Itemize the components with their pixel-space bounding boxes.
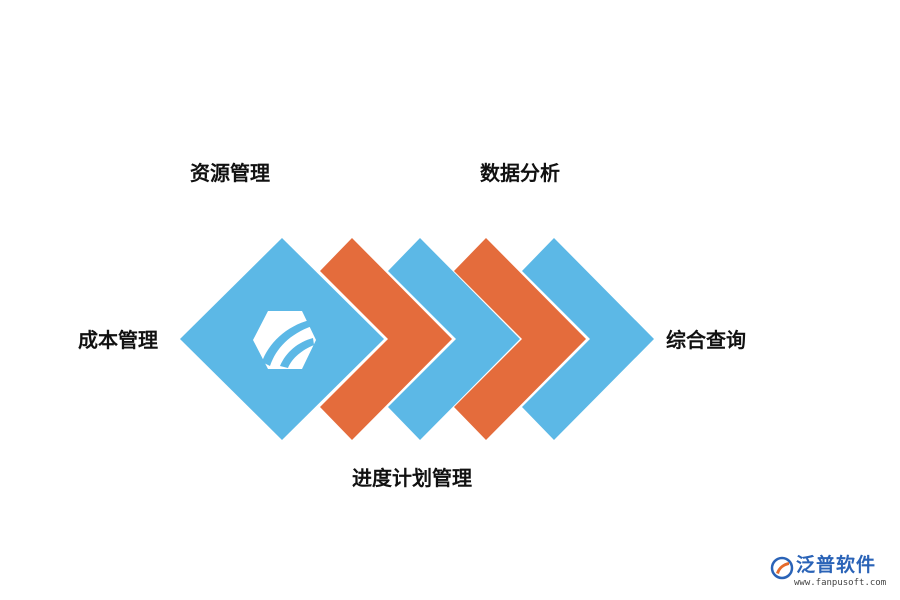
watermark-url: www.fanpusoft.com xyxy=(794,578,887,588)
label-comprehensive-query: 综合查询 xyxy=(666,328,746,352)
chevron-3 xyxy=(454,238,586,440)
chevron-2 xyxy=(388,238,520,440)
chevron-4 xyxy=(522,238,654,440)
label-cost-management: 成本管理 xyxy=(78,328,158,352)
fanpu-brand-logo-icon xyxy=(770,556,794,580)
label-resource-management: 资源管理 xyxy=(190,161,270,185)
label-schedule-management: 进度计划管理 xyxy=(352,466,472,490)
watermark-brand-name: 泛普软件 xyxy=(796,554,877,576)
chevron-1 xyxy=(320,238,452,440)
fanpu-logo-icon xyxy=(253,311,316,369)
watermark: 泛普软件 www.fanpusoft.com xyxy=(770,556,895,596)
label-data-analysis: 数据分析 xyxy=(480,161,560,185)
